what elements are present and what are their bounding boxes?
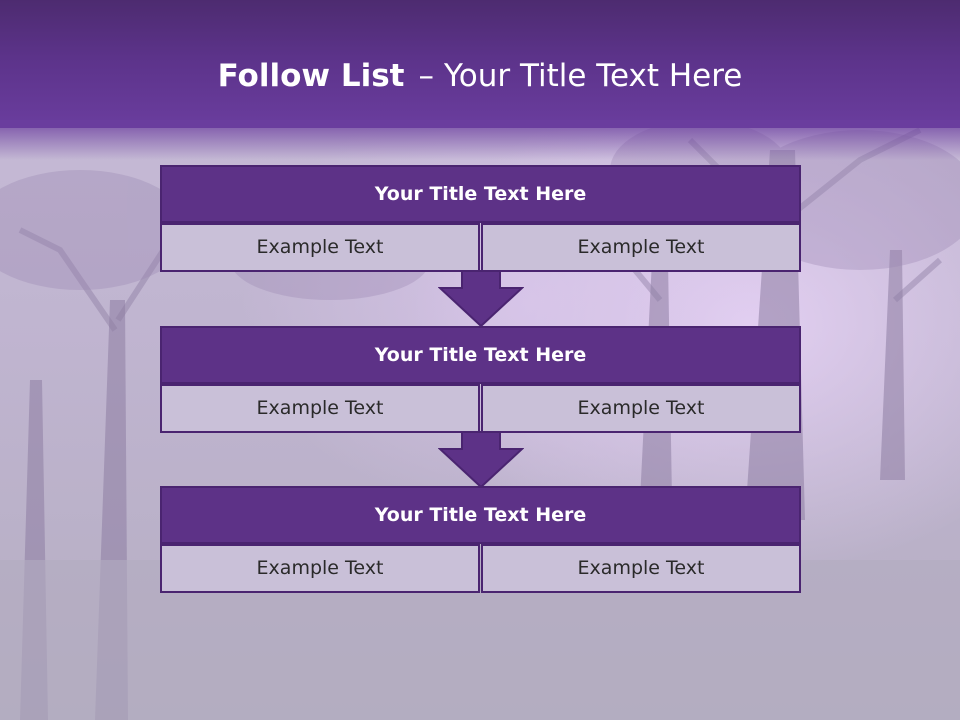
step-3-left-text: Example Text xyxy=(160,544,480,593)
step-1-left-text: Example Text xyxy=(160,223,480,272)
slide-title-bold: Follow List xyxy=(217,58,405,94)
step-2-right-text: Example Text xyxy=(481,384,801,433)
step-3-right-text: Example Text xyxy=(481,544,801,593)
slide-title-rest: Your Title Text Here xyxy=(443,58,743,94)
slide-title-separator: – xyxy=(418,58,434,94)
header-band xyxy=(0,0,960,128)
slide-title: Follow List–Your Title Text Here xyxy=(0,52,960,100)
step-2-left-text: Example Text xyxy=(160,384,480,433)
down-arrow-icon xyxy=(438,270,524,328)
step-1-right-text: Example Text xyxy=(481,223,801,272)
down-arrow-icon xyxy=(438,431,524,489)
step-title-2: Your Title Text Here xyxy=(160,326,801,384)
header-fade xyxy=(0,120,960,160)
step-title-3: Your Title Text Here xyxy=(160,486,801,544)
step-title-1: Your Title Text Here xyxy=(160,165,801,223)
